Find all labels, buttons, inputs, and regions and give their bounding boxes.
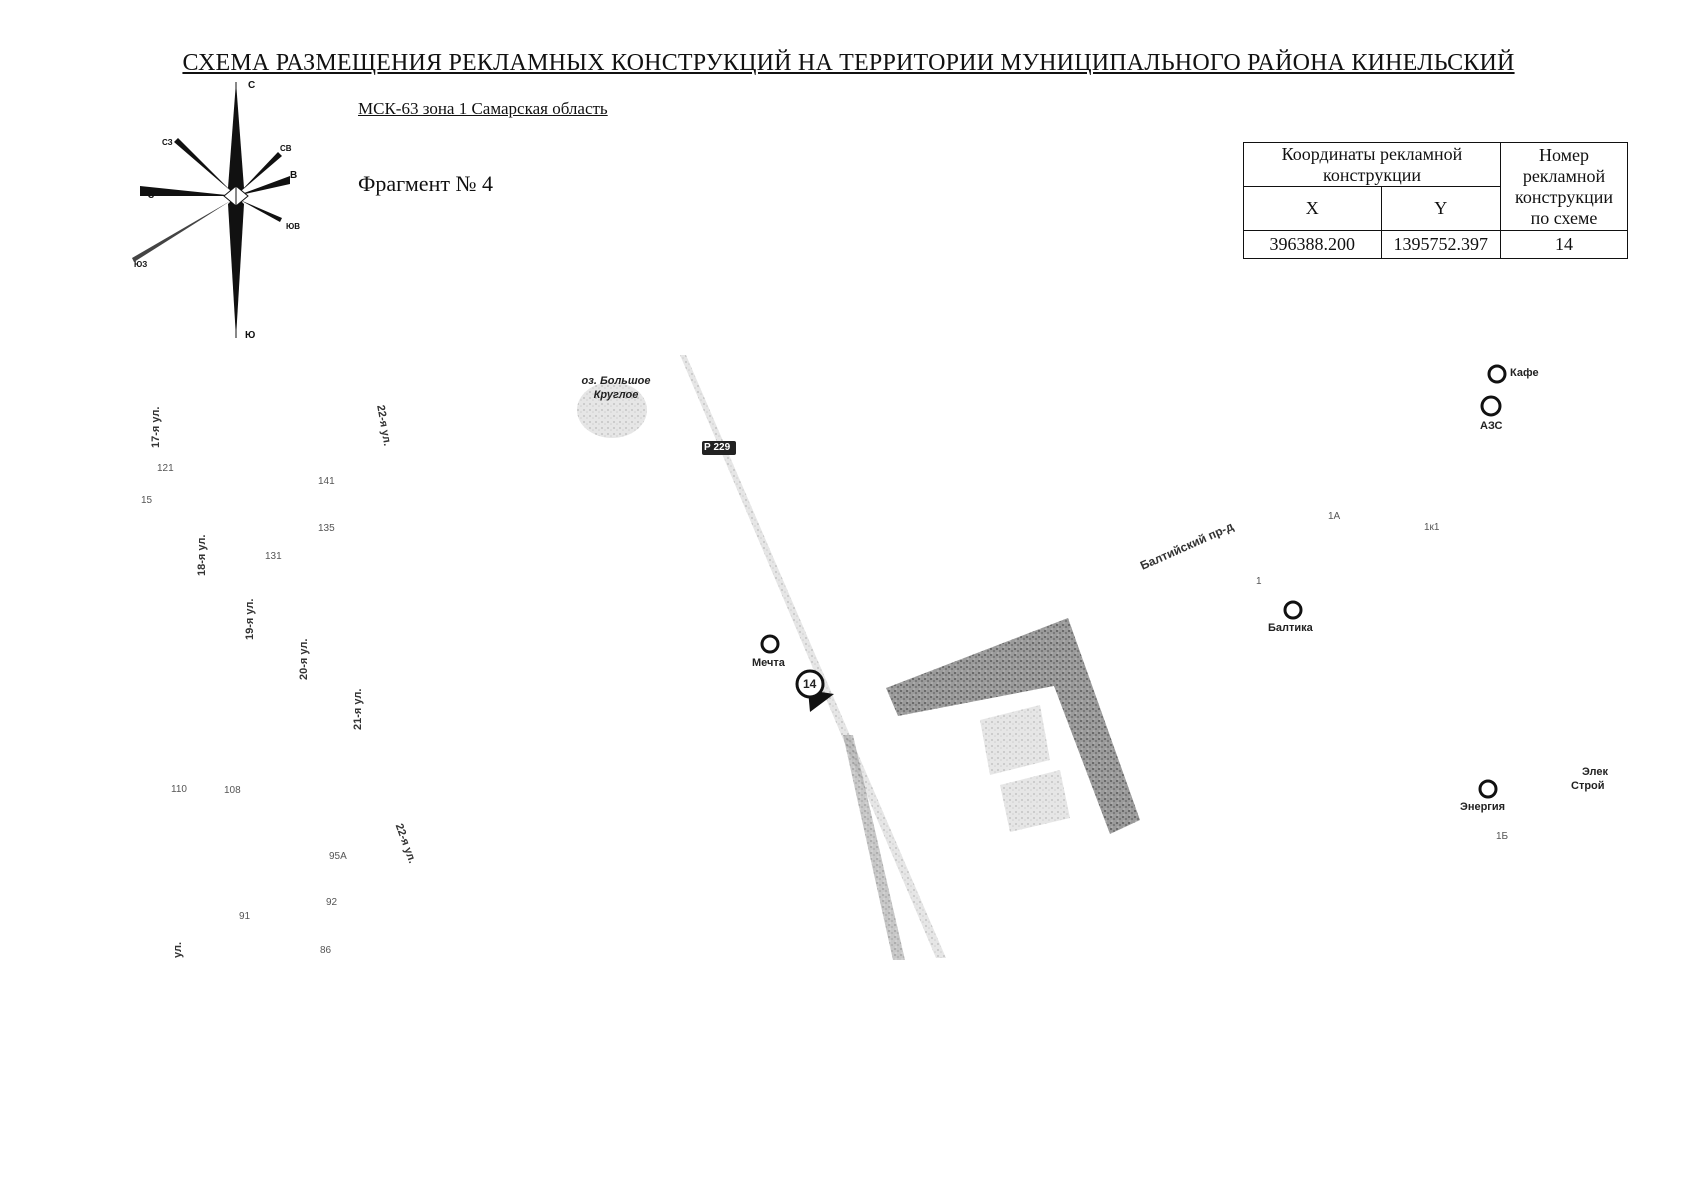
street-18: 18-я ул. (196, 534, 208, 576)
x-header: X (1243, 186, 1382, 231)
house-number: 131 (265, 551, 282, 562)
house-number: 15 (141, 495, 153, 506)
house-number: 92 (326, 897, 338, 908)
house-number: 95А (329, 851, 347, 862)
house-number: 1 (1256, 576, 1262, 587)
number-header: Номер рекламной конструкции по схеме (1500, 142, 1628, 231)
y-value: 1395752.397 (1380, 230, 1502, 259)
coordinate-system-label: МСК-63 зона 1 Самарская область (358, 99, 608, 118)
lake-label: оз. Большое Круглое (581, 375, 651, 401)
poi-azs: АЗС (1480, 420, 1503, 432)
fragment-label: Фрагмент № 4 (358, 171, 493, 196)
street-17: 17-я ул. (150, 406, 162, 448)
road-label: Р 229 (704, 442, 731, 453)
compass-east-label: В (290, 170, 298, 181)
poi-cafe: Кафе (1510, 367, 1539, 379)
house-number: 86 (320, 945, 332, 956)
compass-rose (132, 82, 290, 338)
compass-ne-label: СВ (280, 144, 292, 153)
energia-icon (1478, 779, 1498, 799)
street-ul: ул. (172, 941, 184, 958)
house-number: 135 (318, 523, 335, 534)
lake-area (577, 382, 647, 438)
house-number: 1А (1328, 511, 1341, 522)
table-row: 396388.200 1395752.397 14 (1243, 230, 1628, 259)
street-19: 19-я ул. (244, 598, 256, 640)
compass-west-label: З (148, 190, 155, 201)
poi-mechta: Мечта (752, 657, 785, 669)
house-number: 121 (157, 463, 174, 474)
house-number: 141 (318, 476, 335, 487)
number-value: 14 (1500, 230, 1628, 259)
poi-elek: Элек (1582, 766, 1609, 778)
marker-14-icon[interactable] (795, 669, 834, 712)
house-number: 108 (224, 785, 241, 796)
road-badge (702, 441, 736, 455)
y-header: Y (1380, 186, 1502, 231)
road-r229 (680, 355, 946, 958)
poi-baltika: Балтика (1268, 622, 1313, 634)
compass-south-label: Ю (245, 330, 256, 341)
mechta-icon (760, 634, 780, 654)
poi-energia: Энергия (1460, 801, 1506, 813)
road-shoulder (843, 735, 905, 960)
building-inner-block (980, 705, 1050, 775)
compass-nw-label: СЗ (162, 138, 173, 147)
street-21: 21-я ул. (352, 688, 364, 730)
compass-sw-label: ЮЗ (134, 260, 148, 269)
house-number: 1Б (1496, 831, 1509, 842)
coordinates-header: Координаты рекламной конструкции (1243, 142, 1501, 187)
poi-stroy: Строй (1571, 780, 1605, 792)
cafe-icon (1487, 364, 1507, 384)
coordinates-table: Координаты рекламной конструкции Номер р… (1243, 142, 1628, 259)
page-title: СХЕМА РАЗМЕЩЕНИЯ РЕКЛАМНЫХ КОНСТРУКЦИЙ Н… (182, 50, 1515, 76)
street-20: 20-я ул. (298, 638, 310, 680)
building-l-shaped (886, 618, 1140, 834)
house-number: 110 (171, 784, 187, 795)
compass-north-label: С (248, 80, 256, 91)
marker-14-label[interactable]: 14 (803, 677, 817, 691)
house-number: 91 (239, 911, 251, 922)
baltika-icon (1283, 600, 1303, 620)
compass-se-label: ЮВ (286, 222, 301, 231)
fuel-station-icon (1480, 395, 1502, 417)
building-inner-block-2 (1000, 770, 1070, 832)
house-number: 1к1 (1424, 522, 1440, 533)
x-value: 396388.200 (1243, 230, 1382, 259)
